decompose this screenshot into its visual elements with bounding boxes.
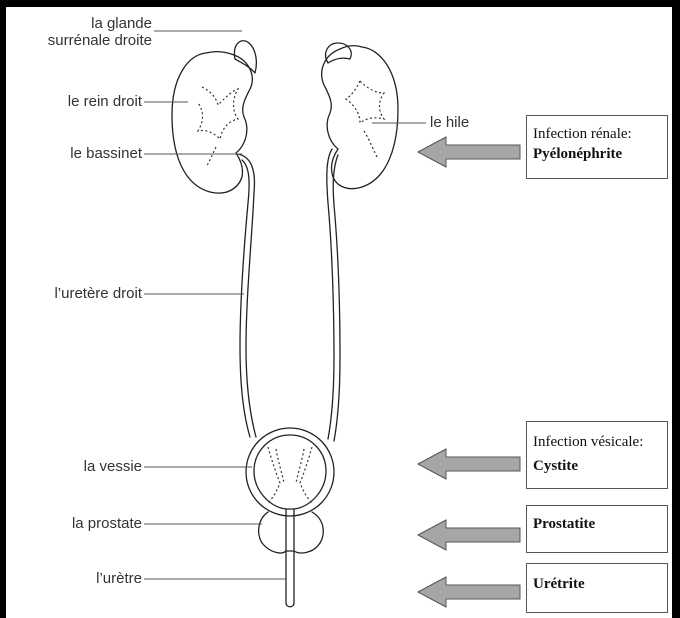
arrow-uretrite [418,577,520,607]
urinary-system-diagram: la glande surrénale droite le rein droit… [6,7,672,618]
right-kidney [172,52,252,193]
arrow-pyelonephrite [418,137,520,167]
urethra [286,509,294,607]
infection-arrows [418,137,520,607]
arrow-prostatite [418,520,520,550]
label-glande: la glande [68,15,152,32]
infection-box-uretrite: Urétrite [526,563,668,613]
infection-name-cystite: Cystite [533,456,661,476]
label-surrenale: surrénale droite [6,32,152,49]
label-rein-droit: le rein droit [16,93,142,110]
infection-type-vesicale: Infection vésicale: [533,432,661,452]
infection-box-prostatite: Prostatite [526,505,668,553]
infection-name-pyelonephrite: Pyélonéphrite [533,144,661,164]
label-bassinet: le bassinet [16,145,142,162]
label-uretre: l’urètre [16,570,142,587]
infection-box-cystite: Infection vésicale: Cystite [526,421,668,489]
bladder-outer [246,428,334,516]
label-vessie: la vessie [16,458,142,475]
infection-type-renale: Infection rénale: [533,124,661,144]
label-prostate: la prostate [16,515,142,532]
arrow-cystite [418,449,520,479]
label-hile: le hile [430,114,469,131]
prostate [259,512,324,553]
infection-box-pyelonephrite: Infection rénale: Pyélonéphrite [526,115,668,179]
bladder-inner [254,435,326,509]
right-ureter [238,154,256,437]
infection-name-uretrite: Urétrite [533,574,661,594]
infection-name-prostatite: Prostatite [533,514,661,534]
left-adrenal-gland [326,43,352,63]
label-uretere-droit: l’uretère droit [6,285,142,302]
leader-lines [144,31,426,579]
